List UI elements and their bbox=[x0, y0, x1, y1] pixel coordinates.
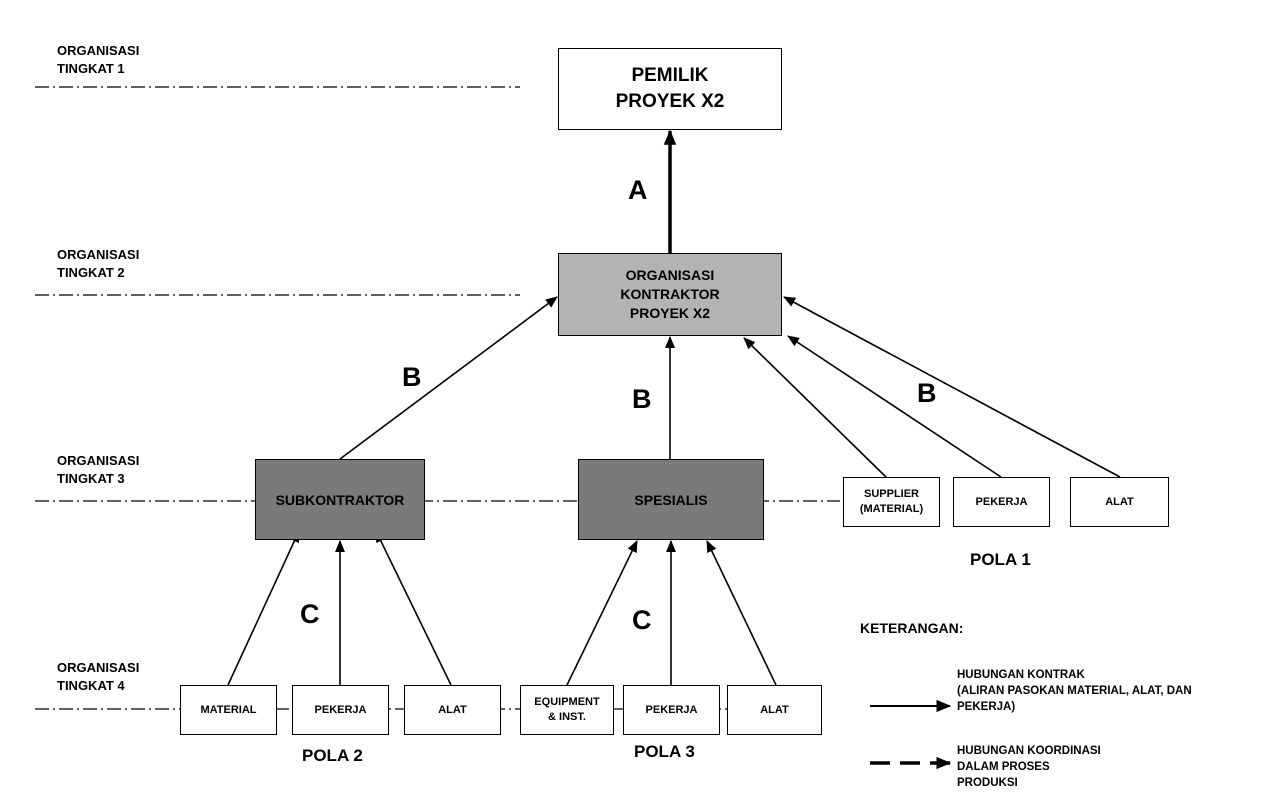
relation-label-b-left: B bbox=[402, 362, 422, 392]
relation-label-a: A bbox=[628, 175, 648, 205]
level-1-line2: TINGKAT 1 bbox=[57, 61, 125, 76]
legend-coordination-line3: PRODUKSI bbox=[957, 777, 1018, 789]
level-3-line1: ORGANISASI bbox=[57, 453, 140, 468]
pekerja-l3-box: PEKERJA bbox=[953, 477, 1050, 527]
supplier-line2: (MATERIAL) bbox=[859, 503, 924, 515]
legend-title: KETERANGAN: bbox=[860, 620, 964, 636]
equipment-line2: & INST. bbox=[548, 711, 586, 723]
alat-p2-box: ALAT bbox=[404, 685, 501, 735]
contractor-line3: PROYEK X2 bbox=[629, 304, 711, 321]
material-label: MATERIAL bbox=[200, 704, 257, 716]
alat-l3-box: ALAT bbox=[1070, 477, 1169, 527]
alat-p3-label: ALAT bbox=[760, 704, 789, 716]
level-4-label: ORGANISASI TINGKAT 4 bbox=[57, 659, 139, 695]
pekerja-l3-label: PEKERJA bbox=[975, 496, 1028, 508]
equipment-box: EQUIPMENT & INST. bbox=[520, 685, 614, 735]
pekerja-p2-box: PEKERJA bbox=[292, 685, 389, 735]
level-2-line2: TINGKAT 2 bbox=[57, 265, 125, 280]
level-1-line1: ORGANISASI bbox=[57, 43, 140, 58]
legend-coordination-text: HUBUNGAN KOORDINASI DALAM PROSES PRODUKS… bbox=[957, 743, 1101, 791]
legend-coordination-line1: HUBUNGAN KOORDINASI bbox=[957, 745, 1101, 757]
pekerja-p2-label: PEKERJA bbox=[314, 704, 367, 716]
level-2-label: ORGANISASI TINGKAT 2 bbox=[57, 246, 139, 282]
arrow-c-equipment bbox=[566, 540, 638, 686]
owner-box: PEMILIK PROYEK X2 bbox=[558, 48, 782, 130]
contractor-line1: ORGANISASI bbox=[625, 267, 715, 284]
level-3-line2: TINGKAT 3 bbox=[57, 471, 125, 486]
subkontraktor-label: SUBKONTRAKTOR bbox=[275, 491, 405, 508]
subkontraktor-box: SUBKONTRAKTOR bbox=[255, 459, 425, 540]
legend-coordination-line2: DALAM PROSES bbox=[957, 761, 1050, 773]
level-4-line1: ORGANISASI bbox=[57, 660, 140, 675]
legend-contract-text: HUBUNGAN KONTRAK (ALIRAN PASOKAN MATERIA… bbox=[957, 667, 1192, 715]
legend-contract-line3: PEKERJA) bbox=[957, 701, 1016, 713]
relation-label-b-right: B bbox=[917, 378, 937, 408]
supplier-line1: SUPPLIER bbox=[863, 488, 919, 501]
relation-label-b-center: B bbox=[632, 384, 652, 414]
equipment-line1: EQUIPMENT bbox=[534, 696, 600, 709]
level-1-label: ORGANISASI TINGKAT 1 bbox=[57, 42, 139, 78]
legend-contract-line2: (ALIRAN PASOKAN MATERIAL, ALAT, DAN bbox=[957, 685, 1192, 697]
material-box: MATERIAL bbox=[180, 685, 277, 735]
arrow-b-supplier bbox=[743, 337, 888, 479]
level-3-label: ORGANISASI TINGKAT 3 bbox=[57, 452, 139, 488]
arrow-b-pekerja bbox=[787, 335, 1002, 478]
alat-l3-label: ALAT bbox=[1105, 496, 1134, 508]
arrow-c-alat-p3 bbox=[706, 540, 777, 686]
spesialis-label: SPESIALIS bbox=[634, 491, 708, 508]
relation-label-c-left: C bbox=[300, 599, 320, 629]
legend-contract-line1: HUBUNGAN KONTRAK bbox=[957, 669, 1085, 681]
owner-line1: PEMILIK bbox=[631, 65, 709, 87]
pola-2-label: POLA 2 bbox=[302, 746, 363, 765]
arrow-c-material bbox=[227, 530, 300, 686]
owner-line2: PROYEK X2 bbox=[615, 91, 725, 112]
pekerja-p3-label: PEKERJA bbox=[645, 704, 698, 716]
arrow-b-alat bbox=[783, 296, 1121, 478]
pola-3-label: POLA 3 bbox=[634, 742, 695, 761]
level-4-line2: TINGKAT 4 bbox=[57, 678, 125, 693]
spesialis-box: SPESIALIS bbox=[578, 459, 764, 540]
relation-label-c-right: C bbox=[632, 605, 652, 635]
arrow-c-alat-p2 bbox=[375, 530, 452, 686]
supplier-box: SUPPLIER (MATERIAL) bbox=[843, 477, 940, 527]
alat-p3-box: ALAT bbox=[727, 685, 822, 735]
pekerja-p3-box: PEKERJA bbox=[623, 685, 720, 735]
alat-p2-label: ALAT bbox=[438, 704, 467, 716]
level-2-line1: ORGANISASI bbox=[57, 247, 140, 262]
pola-1-label: POLA 1 bbox=[970, 550, 1031, 569]
arrow-b-subkontraktor bbox=[339, 296, 558, 460]
contractor-line2: KONTRAKTOR bbox=[620, 286, 720, 303]
contractor-box: ORGANISASI KONTRAKTOR PROYEK X2 bbox=[558, 253, 782, 336]
